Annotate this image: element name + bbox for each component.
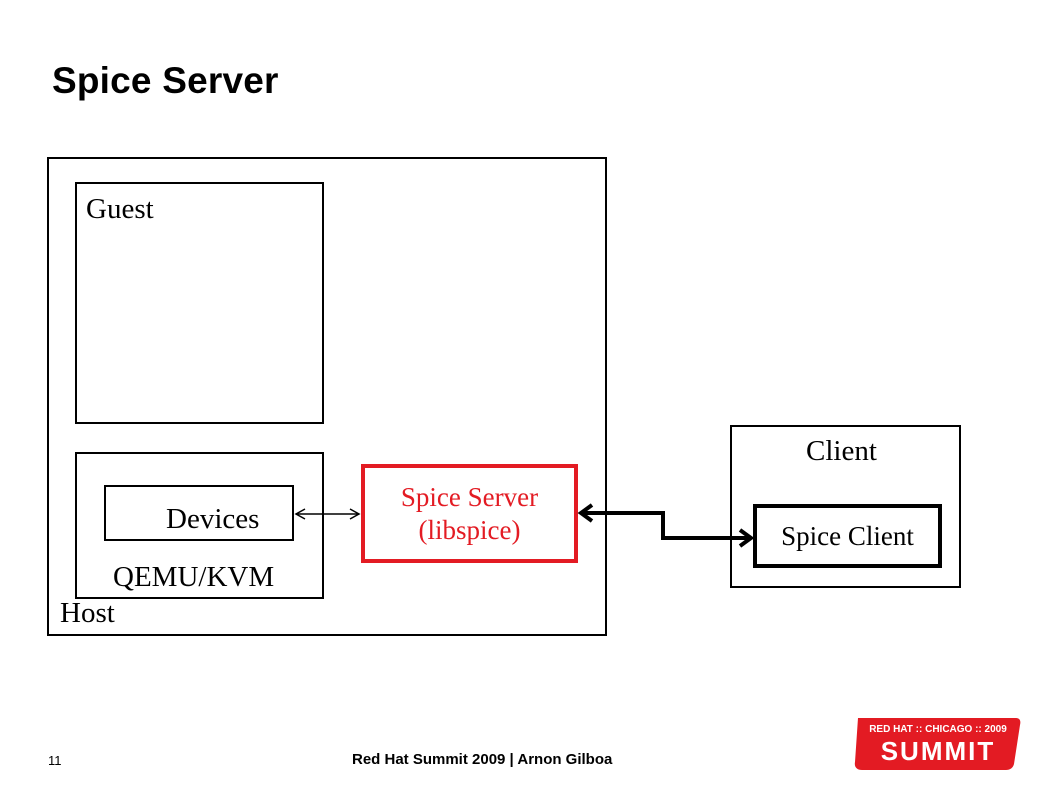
logo-main-text: SUMMIT [881,736,996,766]
page-number: 11 [48,753,62,768]
spice-server-label: Spice Server [400,481,539,512]
slide-title: Spice Server [52,60,279,101]
devices-label: Devices [166,503,260,535]
spice-client-label: Spice Client [781,520,914,551]
devices-box [104,485,294,541]
guest-label: Guest [86,193,154,225]
qemu-kvm-label: QEMU/KVM [113,561,275,593]
guest-box [75,182,324,424]
summit-logo: RED HAT :: CHICAGO :: 2009 SUMMIT [854,718,1021,770]
logo-top-text: RED HAT :: CHICAGO :: 2009 [869,724,1007,735]
spice-server-box: Spice Server (libspice) [361,464,578,563]
footer-text: Red Hat Summit 2009 | Arnon Gilboa [352,751,613,768]
client-label: Client [806,435,877,467]
host-label: Host [60,597,115,629]
libspice-label: (libspice) [418,514,521,545]
spice-client-box: Spice Client [753,504,942,568]
